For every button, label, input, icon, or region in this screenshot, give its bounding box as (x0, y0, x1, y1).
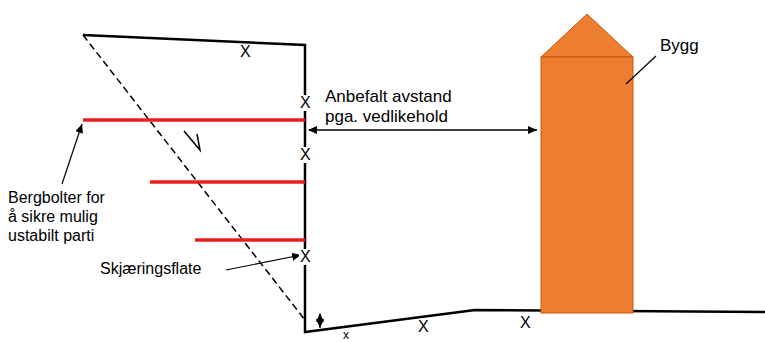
leader-line (226, 255, 301, 270)
building: Bygg (540, 12, 700, 314)
bolt-label: Bergbolter for å sikre mulig ustabilt pa… (8, 188, 114, 246)
building-roof (541, 14, 633, 57)
leader-line (62, 124, 82, 184)
height-arrow (319, 314, 320, 328)
building-shape (540, 12, 700, 314)
rock-mark: X (239, 44, 252, 60)
cut-face-label: Skjæringsflate (100, 259, 201, 278)
building-label: Bygg (660, 36, 699, 56)
rock-profile (83, 35, 765, 332)
building-body (541, 57, 633, 313)
rock-bolt (195, 238, 305, 242)
rock-mark: X (299, 95, 312, 111)
rock-mark: X (519, 315, 532, 331)
shear-plane (83, 35, 305, 320)
rock-mark: X (299, 249, 312, 265)
slip-symbol (184, 131, 200, 150)
rock-mark: X (417, 319, 430, 335)
leader-line (626, 56, 656, 84)
rock-bolt (83, 118, 305, 122)
rock-bolt (150, 180, 305, 184)
rock-mark: x (342, 329, 350, 341)
distance-label: Anbefalt avstand pga. vedlikehold (325, 87, 475, 128)
distance-arrow (309, 129, 537, 130)
rock-mark: X (299, 147, 312, 163)
